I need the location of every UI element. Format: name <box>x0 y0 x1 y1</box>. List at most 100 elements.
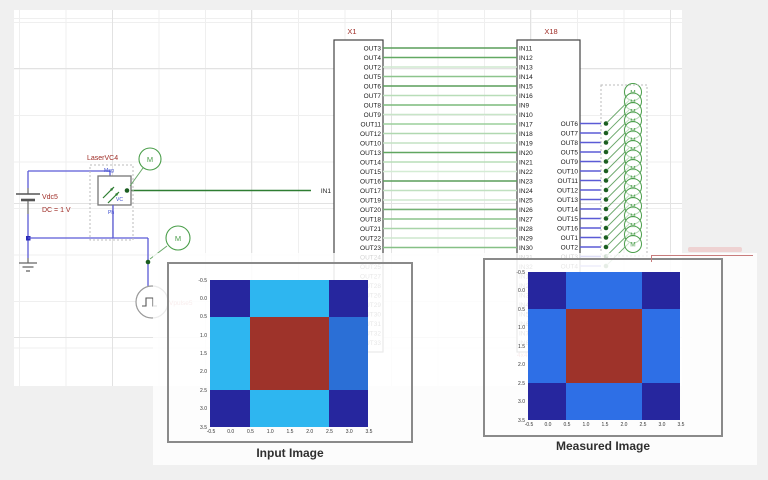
x18-out-pin-label: OUT13 <box>557 197 578 204</box>
x1-out-pin-label: OUT4 <box>364 55 382 62</box>
x18-in-pin-label: IN18 <box>519 131 533 138</box>
x1-out-pin-label: OUT19 <box>360 197 381 204</box>
heatmap-cell <box>328 280 368 317</box>
selection-rect <box>89 164 134 241</box>
measured-image-caption: Measured Image <box>555 439 651 453</box>
probe-wire[interactable] <box>129 167 144 187</box>
heatmap-cell <box>210 353 250 391</box>
heatmap-cell <box>528 272 566 309</box>
laser-pin-mag: Mag <box>104 168 114 174</box>
x1-out-pin-label: OUT15 <box>360 169 381 176</box>
meter-label: M <box>175 234 181 243</box>
y-axis-tick-label: 0.0 <box>200 295 207 302</box>
x18-in-pin-label: IN19 <box>519 140 533 147</box>
red-net-wire[interactable] <box>651 255 652 262</box>
x18-in-pin-label: IN17 <box>519 121 533 128</box>
heatmap-cell <box>249 280 289 317</box>
grid-line <box>670 10 671 386</box>
x-axis-tick-label: 3.5 <box>677 422 685 428</box>
measured-image-heatmap <box>528 272 680 420</box>
x18-out-pin-label: OUT6 <box>561 121 579 128</box>
x18-out-pin-label: OUT16 <box>557 225 578 232</box>
heatmap-cell <box>528 346 566 383</box>
x18-in-pin-label: IN28 <box>519 226 533 233</box>
x18-in-pin-label: IN30 <box>519 245 533 252</box>
faded-net-label <box>688 247 742 252</box>
heatmap-cell <box>566 346 604 383</box>
x18-in-pin-label: IN15 <box>519 83 533 90</box>
x1-out-pin-label: OUT9 <box>364 112 382 119</box>
probe-wire[interactable] <box>149 245 168 260</box>
grid-line <box>391 10 392 386</box>
vdc-value: DC = 1 V <box>42 207 71 214</box>
junction-dot <box>145 259 151 265</box>
x-axis-tick-label: 1.0 <box>266 429 274 435</box>
junction-dot <box>124 188 130 193</box>
x18-out-pin-label: OUT12 <box>557 187 578 194</box>
x-axis-tick-label: 2.0 <box>306 429 314 435</box>
x1-out-pin-label: OUT11 <box>361 121 382 128</box>
heatmap-cell <box>528 383 566 420</box>
input-image-caption: Input Image <box>256 446 324 460</box>
heatmap-cell <box>642 272 680 309</box>
x-axis-tick-label: 0.5 <box>563 422 571 428</box>
x18-in-pin-label: IN29 <box>519 235 533 242</box>
y-axis-tick-label: 1.5 <box>518 343 525 350</box>
x1-out-pin-label: OUT22 <box>360 235 381 242</box>
vdc-name: Vdc5 <box>42 194 58 201</box>
heatmap-cell <box>642 309 680 346</box>
red-net-wire[interactable] <box>651 255 753 256</box>
heatmap-cell <box>604 309 642 346</box>
x18-in-pin-label: IN11 <box>519 45 533 52</box>
x18-out-pin-label: OUT7 <box>561 130 579 137</box>
y-axis-tick-label: 1.0 <box>518 325 525 331</box>
x1-out-pin-label: OUT2 <box>364 64 382 71</box>
x1-refdes: X1 <box>347 27 356 36</box>
x18-in-pin-label: IN13 <box>519 64 533 71</box>
heatmap-cell <box>289 316 329 354</box>
x1-out-pin-label: OUT3 <box>364 45 382 52</box>
x1-out-pin-label: OUT12 <box>360 131 381 138</box>
x18-out-pin-label: OUT2 <box>561 244 579 251</box>
meter-probe-icon[interactable] <box>138 147 162 171</box>
x18-in-pin-label: IN12 <box>519 55 533 62</box>
x-axis-tick-label: -0.5 <box>206 429 216 435</box>
x1-out-pin-label: OUT6 <box>364 83 382 90</box>
heatmap-cell <box>249 390 289 427</box>
heatmap-cell <box>289 353 329 391</box>
x1-out-pin-label: OUT5 <box>364 74 382 81</box>
x18-out-pin-label: OUT9 <box>561 159 579 166</box>
heatmap-cell <box>210 316 250 354</box>
x-axis-tick-label: -0.5 <box>524 422 534 428</box>
x18-in-pin-label: IN20 <box>519 150 533 157</box>
y-axis-tick-label: 3.5 <box>518 417 525 424</box>
x-axis-tick-label: 0.0 <box>544 422 552 428</box>
grid-line <box>251 10 252 386</box>
meter-probe-icon[interactable] <box>165 225 191 251</box>
x18-in-pin-label: IN22 <box>519 169 533 176</box>
laser-arrow-icon <box>110 187 114 191</box>
heatmap-cell <box>566 272 604 309</box>
meter-probe-icon[interactable] <box>624 235 642 253</box>
heatmap-cell <box>249 316 289 354</box>
y-axis-tick-label: 3.5 <box>200 424 207 431</box>
x-axis-tick-label: 0.0 <box>227 429 235 435</box>
heatmap-cell <box>642 346 680 383</box>
heatmap-cell <box>566 383 604 420</box>
x18-in-pin-label: IN25 <box>519 197 533 204</box>
input-image-heatmap <box>210 280 368 427</box>
heatmap-cell <box>604 272 642 309</box>
x18-in-pin-label: IN16 <box>519 93 533 100</box>
y-axis-tick-label: 2.0 <box>518 362 525 368</box>
y-axis-tick-label: 1.5 <box>200 351 207 357</box>
y-axis-tick-label: 2.5 <box>200 387 207 394</box>
heatmap-cell <box>328 353 368 391</box>
x-axis-tick-label: 3.0 <box>345 429 353 435</box>
x18-out-pin-label: OUT1 <box>561 235 579 242</box>
x1-out-pin-label: OUT21 <box>360 226 381 233</box>
heatmap-cell <box>604 346 642 383</box>
x1-out-pin-label: OUT23 <box>360 245 381 252</box>
heatmap-cell <box>328 390 368 427</box>
x18-in-pin-label: IN26 <box>519 207 533 214</box>
